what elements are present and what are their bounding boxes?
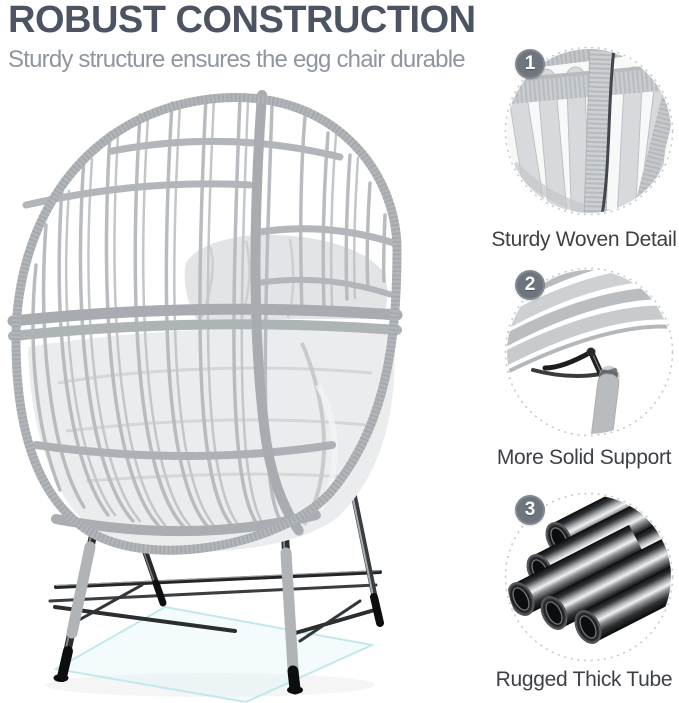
feature-photo-wrap: 1 xyxy=(503,45,675,217)
dashed-ring xyxy=(504,267,674,437)
feature-number-badge: 2 xyxy=(515,270,545,300)
feature-number: 3 xyxy=(524,499,536,520)
dashed-ring xyxy=(504,492,674,662)
dark-cord xyxy=(599,49,617,213)
page-title: ROBUST CONSTRUCTION xyxy=(8,0,476,41)
egg-chair-illustration xyxy=(7,90,403,703)
steel-tubes-photo xyxy=(504,492,674,662)
feature-number-badge: 3 xyxy=(515,495,545,525)
feature-label: More Solid Support xyxy=(496,446,672,469)
feature-number: 2 xyxy=(524,274,536,295)
feature-photo-wrap: 3 xyxy=(503,491,675,663)
header: ROBUST CONSTRUCTION Sturdy structure ens… xyxy=(8,0,508,74)
page-subtitle: Sturdy structure ensures the egg chair d… xyxy=(8,45,466,73)
feature-label: Rugged Thick Tube xyxy=(495,668,673,691)
feature-number-badge: 1 xyxy=(515,49,545,79)
egg-chair-photo xyxy=(0,85,430,703)
feature-label: Sturdy Woven Detail xyxy=(491,228,677,251)
feature-number: 1 xyxy=(524,53,536,74)
leg-support-photo xyxy=(504,267,674,437)
feature-photo-wrap: 2 xyxy=(503,266,675,438)
egg-frame-outline xyxy=(11,93,402,555)
dashed-ring xyxy=(504,46,674,216)
